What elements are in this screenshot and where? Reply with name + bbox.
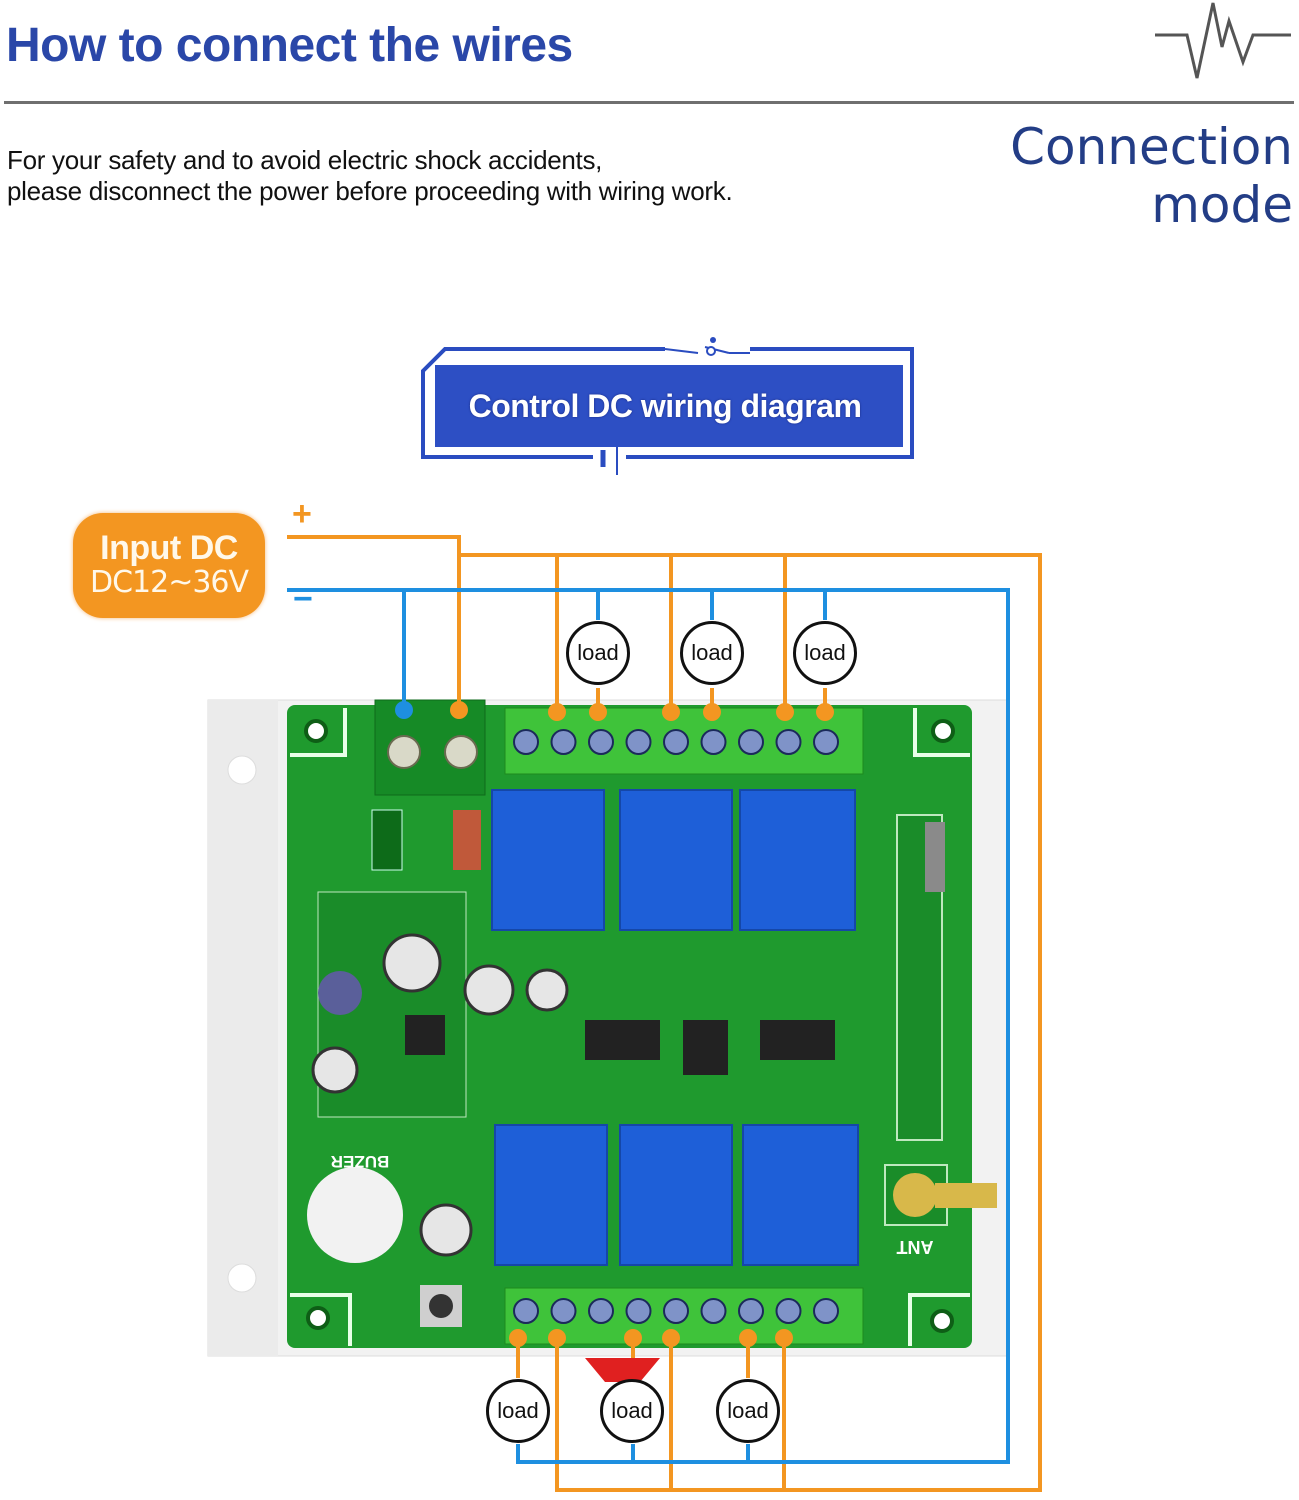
section-label-line1: Connection	[1010, 118, 1293, 176]
pcb-hole	[931, 719, 955, 743]
relay	[494, 1124, 608, 1266]
wire-junction-dot	[450, 701, 468, 719]
wire-junction-dot	[662, 703, 680, 721]
pcb-hole	[304, 719, 328, 743]
mount-hole	[227, 755, 257, 785]
wire-junction-dot	[509, 1329, 527, 1347]
wire-junction-dot	[703, 703, 721, 721]
resistor	[453, 810, 481, 870]
waveform-icon	[1155, 2, 1291, 79]
load-top-2: load	[680, 621, 744, 685]
safety-notice-line1: For your safety and to avoid electric sh…	[7, 145, 603, 175]
terminal-screw	[550, 729, 577, 755]
input-dc-badge: Input DC DC12~36V	[73, 513, 265, 618]
terminal-screw	[663, 729, 689, 755]
inductor	[318, 971, 362, 1015]
mount-flange-left	[208, 700, 278, 1356]
input-dc-label: Input DC	[100, 529, 238, 567]
wire-junction-dot	[775, 1329, 793, 1347]
relay	[742, 1124, 859, 1266]
relay	[619, 789, 733, 931]
switch-icon	[664, 348, 699, 354]
terminal-screw	[813, 1298, 839, 1324]
wire-junction-dot	[776, 703, 794, 721]
terminal-screw	[550, 1298, 577, 1324]
terminal-screw	[387, 735, 421, 769]
terminal-screw	[663, 1298, 689, 1324]
load-top-1: load	[566, 621, 630, 685]
crystal	[925, 822, 945, 892]
header-divider	[4, 101, 1294, 104]
section-label: Connection mode	[1010, 118, 1293, 234]
terminal-screw	[775, 729, 802, 755]
terminal-screw	[700, 729, 727, 755]
pcb-hole	[930, 1309, 954, 1333]
fuse	[371, 809, 403, 871]
load-bottom-2: load	[600, 1379, 664, 1443]
wire-junction-dot	[395, 701, 413, 719]
mount-hole	[227, 1263, 257, 1293]
wire-junction-dot	[548, 1329, 566, 1347]
capacitor	[463, 964, 515, 1016]
terminal-screw	[625, 729, 652, 755]
wire-junction-dot	[662, 1329, 680, 1347]
ic-chip	[585, 1020, 660, 1060]
antenna-connector	[893, 1173, 937, 1217]
wire-junction-dot	[624, 1329, 642, 1347]
indicator-mark	[585, 1358, 660, 1382]
ant-silk-label: ANT	[897, 1237, 934, 1257]
terminal-screw	[700, 1298, 727, 1324]
mcu-chip	[683, 1020, 728, 1075]
terminal-screw	[588, 729, 614, 755]
pcb-hole	[306, 1306, 330, 1330]
capacitor	[311, 1046, 359, 1094]
safety-notice-line2: please disconnect the power before proce…	[7, 176, 733, 206]
input-dc-range: DC12~36V	[89, 565, 249, 600]
battery-icon	[600, 443, 618, 475]
relay	[491, 789, 605, 931]
terminal-screw	[738, 729, 764, 755]
terminal-screw	[738, 1298, 764, 1324]
section-label-line2: mode	[1151, 176, 1293, 234]
relay	[739, 789, 856, 931]
wire-junction-dot	[548, 703, 566, 721]
load-bottom-1: load	[486, 1379, 550, 1443]
banner-label: Control DC wiring diagram	[468, 387, 862, 424]
ic-chip	[760, 1020, 835, 1060]
safety-notice: For your safety and to avoid electric sh…	[7, 145, 733, 207]
terminal-screw	[625, 1298, 652, 1324]
terminal-screw	[588, 1298, 614, 1324]
buzzer	[307, 1167, 403, 1263]
capacitor	[382, 933, 442, 993]
relay	[619, 1124, 733, 1266]
buzer-silk-label: BUZER	[331, 1152, 390, 1171]
terminal-screw	[775, 1298, 802, 1324]
terminal-screw	[513, 1298, 539, 1324]
terminal-screw	[444, 735, 478, 769]
wire-junction-dot	[589, 703, 607, 721]
wire-junction-dot	[739, 1329, 757, 1347]
page-title: How to connect the wires	[6, 19, 573, 72]
relays	[491, 789, 859, 1266]
antenna-sma	[935, 1183, 997, 1208]
load-top-3: load	[793, 621, 857, 685]
terminal-screw	[813, 729, 839, 755]
positive-sign: +	[292, 495, 312, 533]
capacitor	[525, 968, 569, 1012]
negative-wires	[287, 588, 1010, 1464]
wire-junction-dot	[816, 703, 834, 721]
banner-frame	[421, 337, 914, 475]
regulator-chip	[405, 1015, 445, 1055]
load-bottom-3: load	[716, 1379, 780, 1443]
capacitor	[419, 1203, 473, 1257]
terminal-screw	[513, 729, 539, 755]
